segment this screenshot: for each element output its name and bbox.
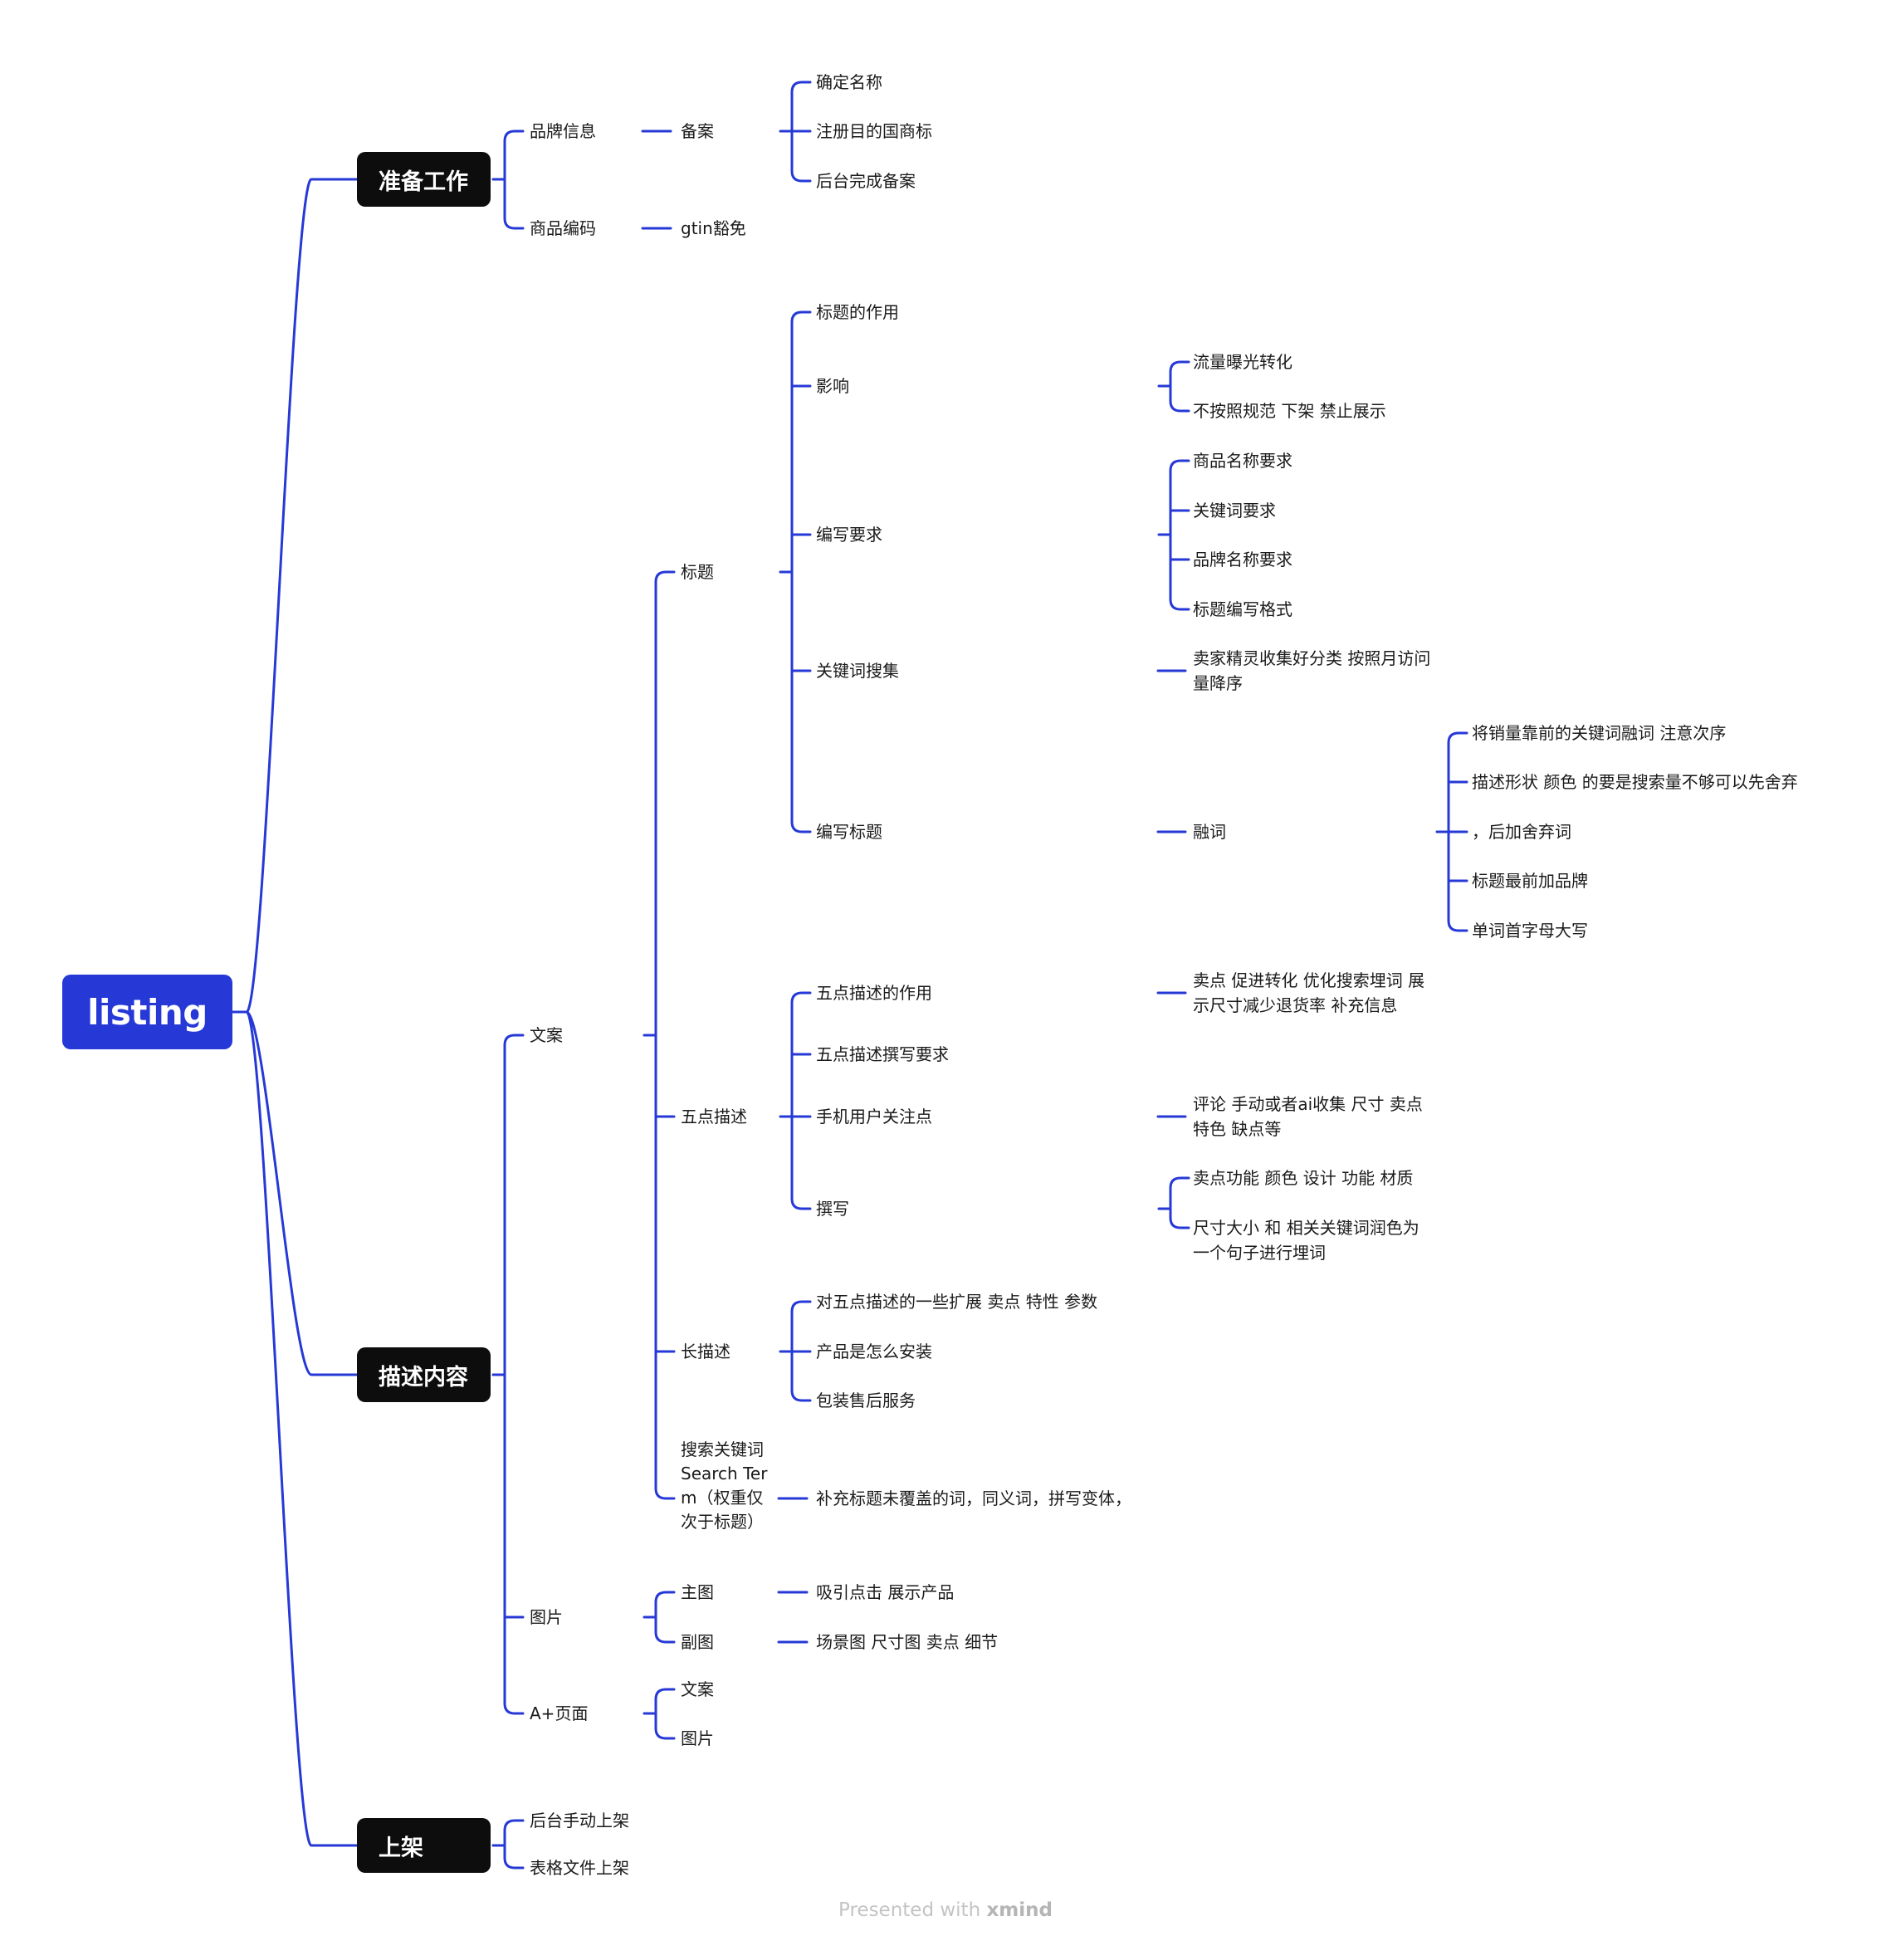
node-copy[interactable]: 文案 [530,1025,563,1045]
connector-five-branch [790,991,812,1004]
connector-aplus-branch [654,1727,676,1740]
node-record-item[interactable]: 注册目的国商标 [816,121,932,141]
node-five-write-item[interactable]: 尺寸大小 和 相关关键词润色为一个句子进行埋词 [1193,1218,1419,1263]
node-manual-listing[interactable]: 后台手动上架 [530,1811,629,1830]
node-mobile-focus[interactable]: 手机用户关注点 [816,1107,932,1127]
node-long-item[interactable]: 包装售后服务 [816,1391,916,1410]
node-impact-item[interactable]: 不按照规范 下架 禁止展示 [1193,401,1386,421]
node-five-req[interactable]: 五点描述撰写要求 [816,1044,949,1064]
node-long-item[interactable]: 产品是怎么安装 [816,1342,932,1361]
node-fuse-item[interactable]: ，后加舍弃词 [1472,822,1571,842]
connector-impact-branch [1169,399,1190,413]
footer-credit: Presented with xmind [0,1899,1891,1921]
node-five-points[interactable]: 五点描述 [681,1107,747,1127]
node-brand-info[interactable]: 品牌信息 [530,121,596,141]
node-fuse[interactable]: 融词 [1193,822,1226,842]
connector-fuse-branch [1447,919,1468,932]
node-title-req[interactable]: 编写要求 [816,525,882,545]
connector-desc-branch [503,1034,525,1047]
node-main-image-note[interactable]: 吸引点击 展示产品 [816,1582,955,1602]
node-write-title[interactable]: 编写标题 [816,822,882,842]
node-fuse-item[interactable]: 将销量靠前的关键词融词 注意次序 [1472,723,1727,743]
node-keyword-note[interactable]: 卖家精灵收集好分类 按照月访问量降序 [1193,648,1431,693]
node-main-image[interactable]: 主图 [681,1582,714,1602]
node-fuse-item[interactable]: 单词首字母大写 [1472,921,1588,941]
node-record[interactable]: 备案 [681,121,714,141]
node-req-item[interactable]: 标题编写格式 [1193,599,1292,619]
node-title-impact[interactable]: 影响 [816,376,849,396]
connector-req-branch [1169,459,1190,472]
main-node-prep[interactable]: 准备工作 [357,152,491,207]
connector-images-branch [654,1630,676,1644]
root-node[interactable]: listing [62,975,232,1049]
connector-five-write-branch [1169,1216,1190,1229]
connector-desc-branch [503,1702,525,1715]
xmind-logo: xmind [986,1899,1053,1921]
node-five-role[interactable]: 五点描述的作用 [816,983,932,1003]
connector-root-listing [231,1010,359,1847]
node-search-term[interactable]: 搜索关键词Search Term（权重仅次于标题） [681,1439,768,1532]
node-aplus[interactable]: A+页面 [530,1703,589,1723]
node-sub-image-note[interactable]: 场景图 尺寸图 卖点 细节 [816,1632,999,1652]
connector-fuse-branch [1447,731,1468,745]
connector-long-branch [790,1389,812,1402]
node-title-role[interactable]: 标题的作用 [816,302,899,322]
connector-title-branch [790,820,812,833]
node-mobile-note[interactable]: 评论 手动或者ai收集 尺寸 卖点 特色 缺点等 [1193,1094,1423,1139]
node-req-item[interactable]: 商品名称要求 [1193,451,1292,471]
connector-root-desc [231,1010,359,1376]
node-keyword-collect[interactable]: 关键词搜集 [816,661,899,681]
connector-long-branch [790,1300,812,1313]
connector-prep-branch [503,217,525,230]
node-aplus-item[interactable]: 图片 [681,1728,714,1748]
main-node-desc[interactable]: 描述内容 [357,1347,491,1402]
connector-five-write-branch [1169,1176,1190,1190]
connector-five-branch [790,1197,812,1210]
node-five-role-note[interactable]: 卖点 促进转化 优化搜索埋词 展示尺寸减少退货率 补充信息 [1193,970,1425,1015]
node-record-item[interactable]: 确定名称 [816,72,882,92]
connector-listing-branch [503,1819,525,1832]
connector-copy-branch [654,570,676,584]
node-impact-item[interactable]: 流量曝光转化 [1193,352,1292,372]
node-five-write-item[interactable]: 卖点功能 颜色 设计 功能 材质 [1193,1168,1414,1188]
connector-impact-branch [1169,360,1190,374]
main-node-listing[interactable]: 上架 [357,1818,491,1873]
node-fuse-item[interactable]: 标题最前加品牌 [1472,871,1588,891]
node-file-listing[interactable]: 表格文件上架 [530,1858,629,1878]
connector-aplus-branch [654,1688,676,1701]
footer-prefix: Presented with [838,1899,987,1921]
node-long-desc[interactable]: 长描述 [681,1342,731,1361]
connector-title-branch [790,310,812,324]
connector-root-prep [231,178,359,1014]
node-req-item[interactable]: 品牌名称要求 [1193,550,1292,569]
connector-copy-branch [654,1487,676,1500]
node-long-item[interactable]: 对五点描述的一些扩展 卖点 特性 参数 [816,1292,1098,1312]
node-fuse-item[interactable]: 描述形状 颜色 的要是搜索量不够可以先舍弃 [1472,772,1798,792]
connector-images-branch [654,1591,676,1604]
connector-record-branch [790,81,812,94]
connector-prep-branch [503,130,525,143]
connector-listing-branch [503,1856,525,1870]
node-req-item[interactable]: 关键词要求 [1193,501,1276,521]
connector-req-branch [1169,598,1190,611]
node-five-write[interactable]: 撰写 [816,1199,849,1219]
node-search-note[interactable]: 补充标题未覆盖的词，同义词，拼写变体， [816,1488,1131,1508]
node-record-item[interactable]: 后台完成备案 [816,171,916,191]
connector-record-branch [790,169,812,183]
node-gtin[interactable]: gtin豁免 [681,218,746,238]
node-sub-image[interactable]: 副图 [681,1632,714,1652]
node-product-code[interactable]: 商品编码 [530,218,596,238]
node-images[interactable]: 图片 [530,1607,563,1627]
node-aplus-item[interactable]: 文案 [681,1679,714,1699]
node-title[interactable]: 标题 [681,562,714,582]
